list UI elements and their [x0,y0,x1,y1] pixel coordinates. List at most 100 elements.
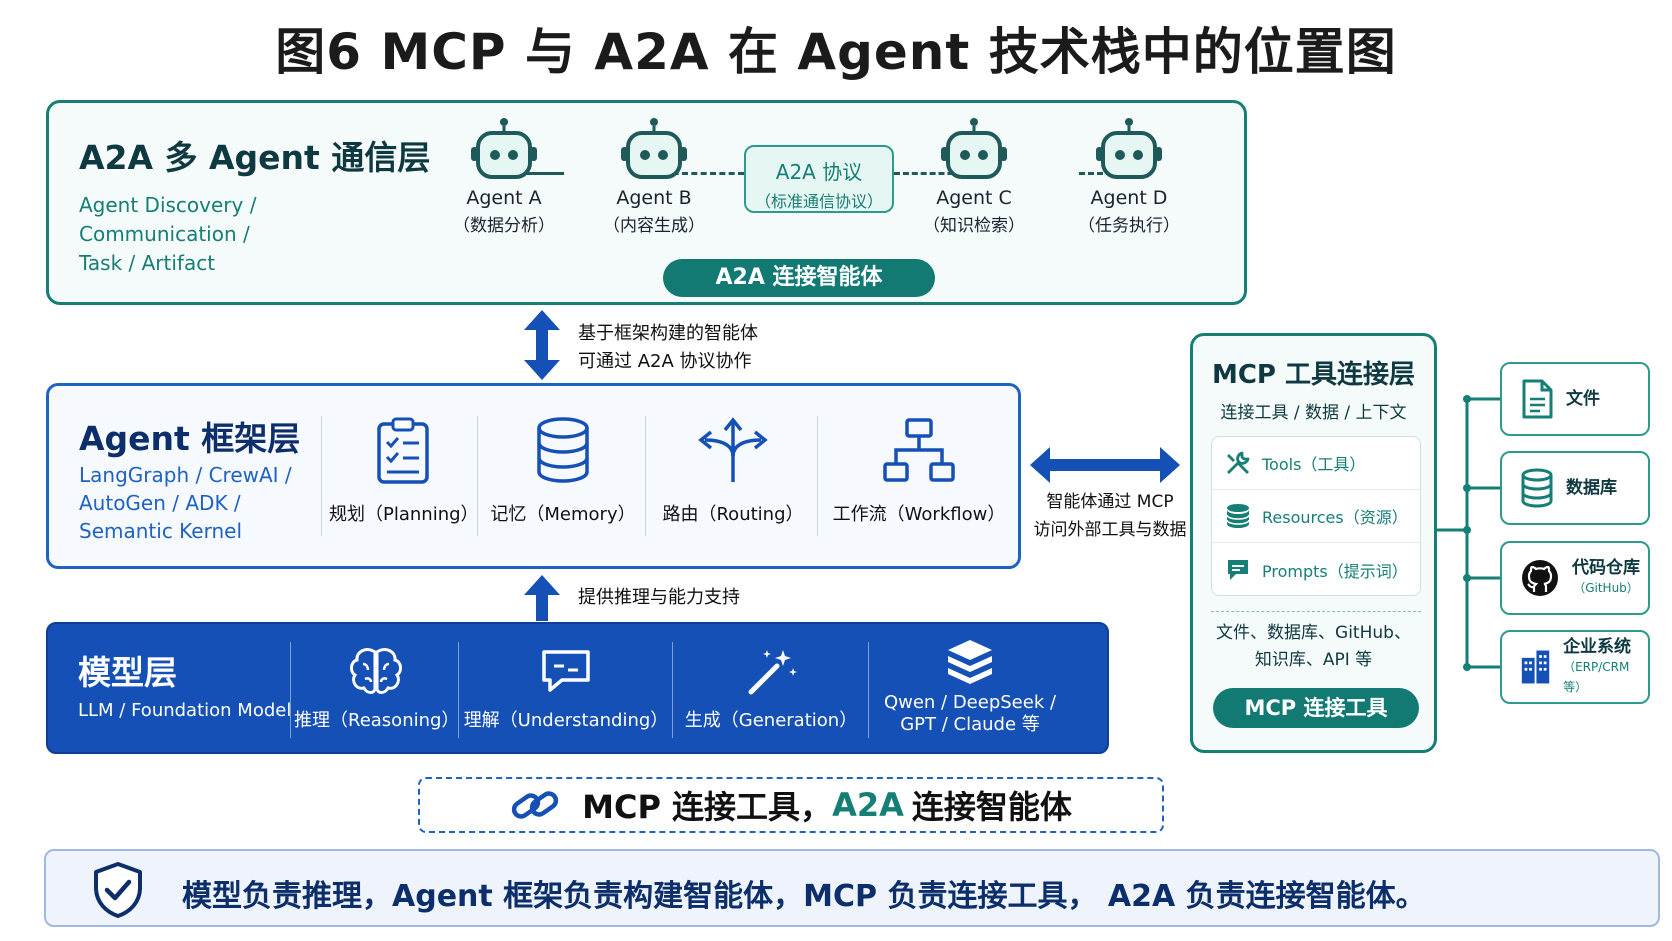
agent-b: Agent B （内容生成） [584,117,724,236]
mcp-layer: MCP 工具连接层 连接工具 / 数据 / 上下文 Tools（工具） Reso… [1190,333,1437,753]
file-icon [1522,379,1553,419]
motto-mcp: MCP 连接工具， [582,788,833,826]
arrow-up-icon [524,575,560,621]
agent-b-role: （内容生成） [603,216,705,236]
resource-database-label: 数据库 [1566,478,1617,498]
agent-framework-layer: Agent 框架层 LangGraph / CrewAI / AutoGen /… [46,383,1021,569]
summary-banner: 模型负责推理，Agent 框架负责构建智能体，MCP 负责连接工具， A2A 负… [44,849,1660,927]
robot-icon [1096,118,1162,179]
a2a-connect-agents-pill: A2A 连接智能体 [663,259,935,297]
agent-a: Agent A （数据分析） [434,117,574,236]
resource-enterprise-label: 企业系统 [1563,637,1632,657]
divider [458,642,459,738]
arrow-side-line2: 访问外部工具与数据 [1033,520,1187,540]
divider [868,642,869,738]
motto-agents: 连接智能体 [911,788,1072,826]
mcp-note-line2: 知识库、API 等 [1254,650,1373,670]
robot-icon [471,118,537,179]
motto-banner: MCP 连接工具， A2A 连接智能体 [418,777,1164,833]
model-item-providers: Qwen / DeepSeek / GPT / Claude 等 [870,638,1070,736]
mcp-note: 文件、数据库、GitHub、 知识库、API 等 [1193,620,1434,674]
resource-enterprise-text: 企业系统 （ERP/CRM 等） [1551,637,1648,697]
agent-a-name: Agent A [466,187,542,209]
resource-connector-lines [1437,395,1500,671]
brain-icon [350,648,402,694]
model-layer-title: 模型层 [78,653,177,692]
resource-code-repo-label: 代码仓库 [1572,558,1640,578]
mcp-row-resources: Resources（资源） [1212,490,1420,543]
divider [645,416,646,536]
reasoning-label: 推理（Reasoning） [294,710,460,731]
page-title: 图6 MCP 与 A2A 在 Agent 技术栈中的位置图 [275,23,1397,81]
divider [672,642,673,738]
framework-layer-title: Agent 框架层 [79,419,301,458]
database-icon [1521,468,1553,508]
mcp-layer-subtitle: 连接工具 / 数据 / 上下文 [1220,403,1407,423]
mcp-row-prompts: Prompts（提示词） [1212,543,1420,596]
a2a-protocol-title: A2A 协议 [775,160,863,184]
resource-enterprise-sub: （ERP/CRM 等） [1563,660,1630,694]
a2a-layer: A2A 多 Agent 通信层 Agent Discovery / Commun… [46,100,1247,305]
link-a-b [504,172,564,175]
clipboard-checklist-icon [377,417,429,484]
agent-c: Agent C （知识检索） [904,117,1044,236]
arrow-bottom-label: 提供推理与能力支持 [578,587,740,608]
a2a-protocol-subtitle: （标准通信协议） [754,192,883,211]
framework-subtitle-line3: Semantic Kernel [79,519,242,543]
model-item-generation: 生成（Generation） [674,646,868,732]
agent-c-role: （知识检索） [923,216,1025,236]
a2a-layer-title: A2A 多 Agent 通信层 [79,138,431,177]
routing-arrows-icon [698,417,768,482]
agent-d: Agent D （任务执行） [1059,117,1199,236]
robot-icon [621,118,687,179]
arrow-top-label: 基于框架构建的智能体 可通过 A2A 协议协作 [578,320,758,376]
planning-label: 规划（Planning） [329,504,479,525]
model-providers-line2: GPT / Claude 等 [900,714,1040,735]
framework-layer-subtitle: LangGraph / CrewAI / AutoGen / ADK / Sem… [79,461,309,545]
arrow-top-line2: 可通过 A2A 协议协作 [578,351,752,372]
robot-icon [941,118,1007,179]
cube-stack-icon [948,640,992,684]
model-item-reasoning: 推理（Reasoning） [294,646,460,732]
prompt-bubble-icon [1228,559,1248,580]
arrow-top-line1: 基于框架构建的智能体 [578,323,758,344]
a2a-subtitle-line2: Task / Artifact [79,251,216,275]
framework-item-planning: 规划（Planning） [329,416,479,526]
understanding-label: 理解（Understanding） [463,710,669,731]
a2a-subtitle-line1: Agent Discovery / Communication / [79,193,257,246]
agent-c-name: Agent C [936,187,1012,209]
mcp-connect-tools-pill: MCP 连接工具 [1213,688,1419,728]
magic-wand-icon [748,650,797,695]
resource-code-repo-sub: （GitHub） [1573,581,1639,595]
github-icon [1522,560,1558,596]
workflow-label: 工作流（Workflow） [832,504,1006,525]
model-layer: 模型层 LLM / Foundation Model 推理（Reasoning）… [46,622,1109,754]
database-icon [537,417,589,483]
divider [477,416,478,536]
mcp-prompts-label: Prompts（提示词） [1262,561,1408,581]
memory-label: 记忆（Memory） [490,504,636,525]
summary-text: 模型负责推理，Agent 框架负责构建智能体，MCP 负责连接工具， A2A 负… [182,879,1426,914]
a2a-layer-subtitle: Agent Discovery / Communication / Task /… [79,191,409,278]
framework-subtitle-line1: LangGraph / CrewAI / [79,463,292,487]
chat-bubble-icon [542,650,590,692]
resource-enterprise: 企业系统 （ERP/CRM 等） [1500,630,1650,704]
database-icon [1226,504,1250,528]
shield-check-icon [94,862,142,918]
resource-file: 文件 [1500,362,1650,436]
agent-b-name: Agent B [616,187,692,209]
agent-d-role: （任务执行） [1078,216,1180,236]
double-arrow-vertical-icon [524,310,560,380]
link-icon [511,791,559,819]
mcp-layer-title: MCP 工具连接层 [1211,360,1416,390]
generation-label: 生成（Generation） [684,710,858,731]
model-layer-subtitle: LLM / Foundation Model [78,700,292,721]
a2a-protocol-box: A2A 协议 （标准通信协议） [744,145,894,213]
divider [1211,611,1421,612]
divider [321,416,322,536]
workflow-icon [883,418,955,482]
mcp-note-line1: 文件、数据库、GitHub、 [1216,623,1411,643]
framework-item-workflow: 工作流（Workflow） [821,416,1017,526]
arrow-side-line1: 智能体通过 MCP [1046,492,1174,512]
mcp-capability-list: Tools（工具） Resources（资源） Prompts（提示词） [1211,436,1421,596]
